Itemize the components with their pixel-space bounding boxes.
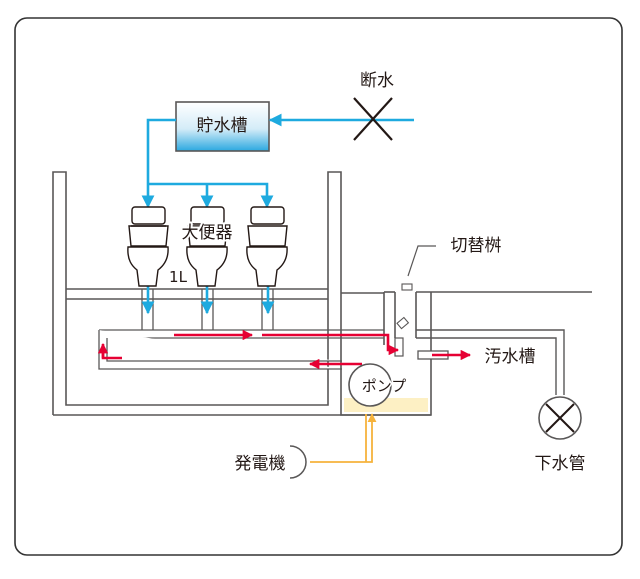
flush-volume-label: 1L <box>169 268 188 286</box>
generator-label: 発電機 <box>235 454 286 474</box>
pump-circle <box>348 363 392 407</box>
pump-fitting <box>394 337 404 357</box>
building-structure <box>52 171 592 416</box>
cutoff-x-icon <box>353 97 393 141</box>
switch-box-label: 切替桝 <box>451 236 502 256</box>
pump: ポンプ <box>348 363 408 407</box>
switch-box-leader <box>407 245 436 277</box>
drain-flow-arrows <box>97 329 472 370</box>
septic-tank-label: 汚水槽 <box>485 347 536 367</box>
toilet-2 <box>186 206 228 287</box>
switch-valve <box>396 283 413 330</box>
sewer-pipe-label: 下水管 <box>535 454 586 474</box>
water-supply-lines <box>141 113 414 315</box>
outer-frame <box>14 17 623 556</box>
water-cutoff-label: 断水 <box>360 71 394 91</box>
power-line <box>310 413 377 463</box>
toilets-label: 大便器 <box>182 223 233 243</box>
sewer-x-circle-icon <box>538 396 582 440</box>
generator-symbol <box>289 445 307 479</box>
storage-tank-label: 貯水槽 <box>197 116 248 136</box>
toilet-3 <box>246 206 288 287</box>
pump-label: ポンプ <box>362 377 407 395</box>
toilet-1 <box>127 206 169 287</box>
sewer-pipe-run <box>416 329 565 395</box>
storage-tank: 貯水槽 <box>175 101 270 152</box>
